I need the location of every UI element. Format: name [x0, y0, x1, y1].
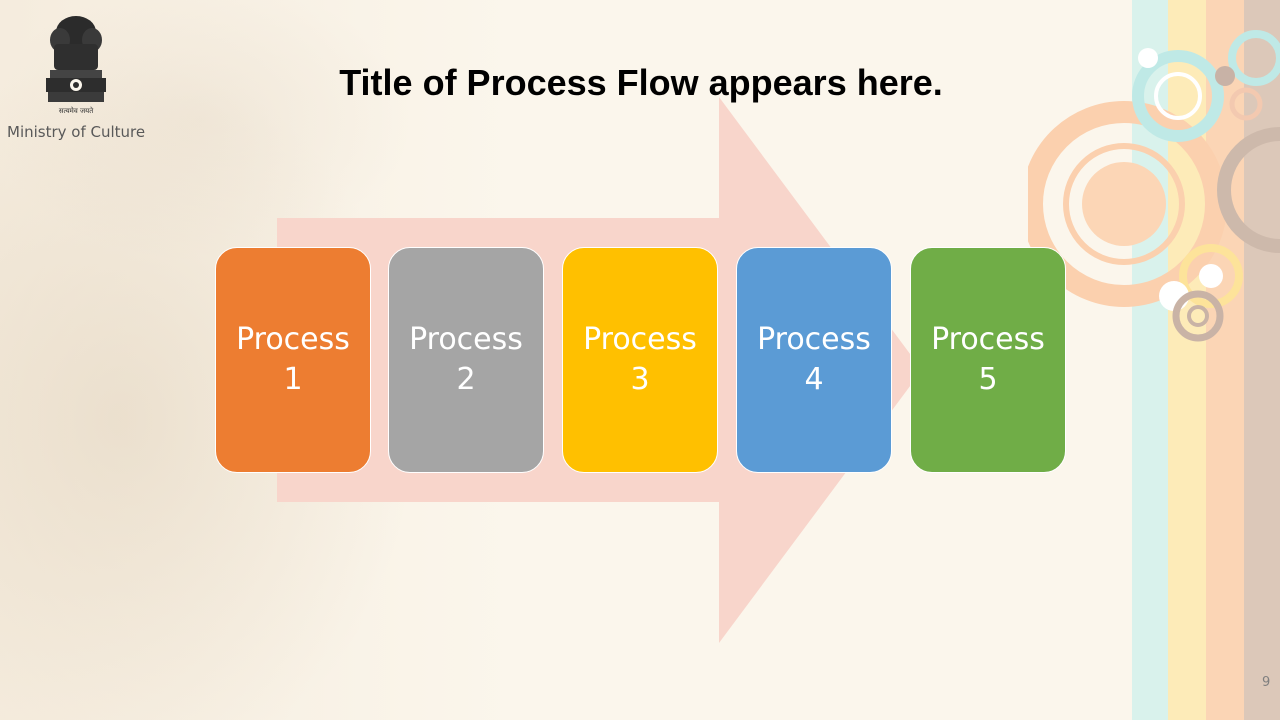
process-step-3[interactable]: Process 3 [562, 247, 718, 473]
process-step-number: 4 [804, 362, 824, 397]
process-step-word: Process [409, 322, 523, 357]
decorative-stripes-circles [1028, 0, 1280, 720]
page-number: 9 [1262, 675, 1271, 690]
process-step-number: 5 [978, 362, 998, 397]
emblem-motto: सत्यमेव जयते [58, 107, 94, 115]
process-step-1[interactable]: Process 1 [215, 247, 371, 473]
ministry-name: Ministry of Culture [7, 123, 146, 141]
process-step-word: Process [931, 322, 1045, 357]
process-step-4[interactable]: Process 4 [736, 247, 892, 473]
process-step-number: 3 [630, 362, 650, 397]
process-step-word: Process [236, 322, 350, 357]
process-step-number: 2 [456, 362, 476, 397]
process-step-2[interactable]: Process 2 [388, 247, 544, 473]
state-emblem-icon [46, 16, 106, 102]
process-step-number: 1 [283, 362, 303, 397]
process-step-word: Process [757, 322, 871, 357]
process-step-5[interactable]: Process 5 [910, 247, 1066, 473]
process-step-word: Process [583, 322, 697, 357]
slide-title: Title of Process Flow appears here. [339, 62, 943, 103]
